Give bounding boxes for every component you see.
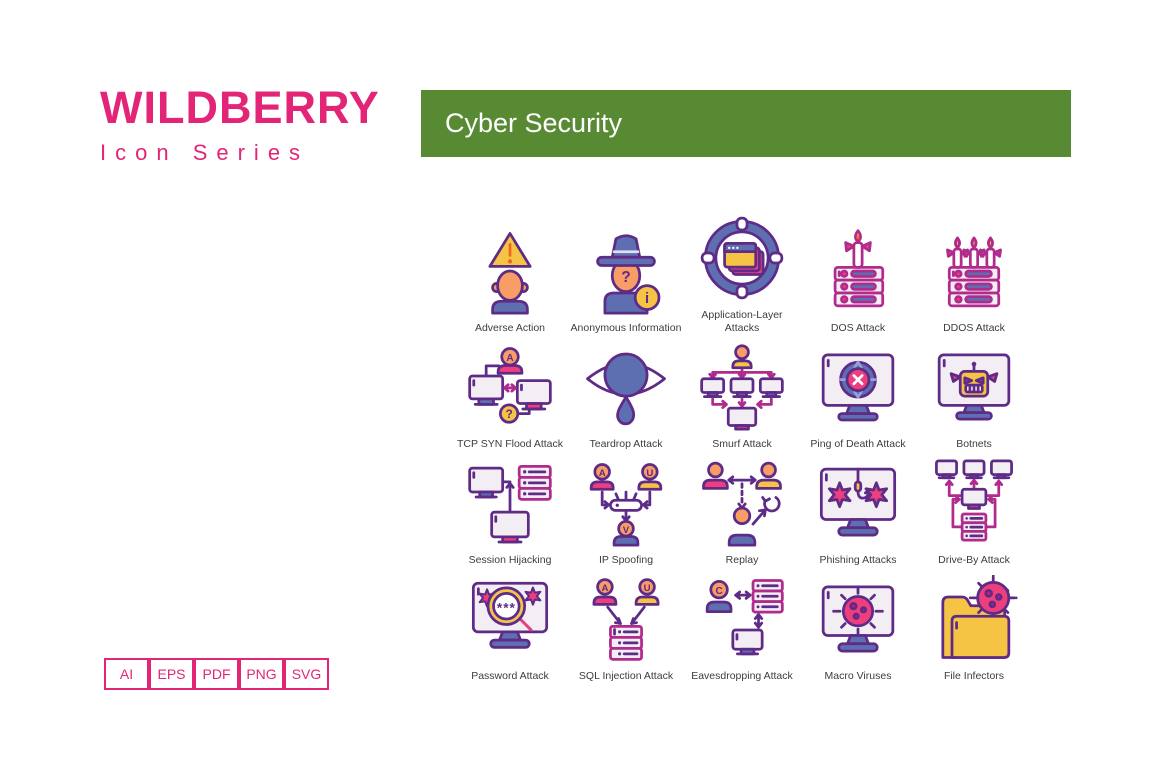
svg-text:***: *** [497, 601, 516, 616]
icon-card: Phishing Attacks [800, 451, 916, 567]
icon-label: Teardrop Attack [589, 438, 663, 450]
icon-card: Smurf Attack [684, 335, 800, 451]
icon-label: Drive-By Attack [938, 554, 1010, 566]
icon-label: Application-Layer Attacks [701, 309, 783, 334]
svg-text:U: U [646, 468, 653, 479]
svg-text:i: i [645, 291, 649, 307]
svg-text:?: ? [621, 269, 631, 286]
format-badge-eps: EPS [149, 658, 194, 690]
icon-card: C Eavesdropping Attack [684, 567, 800, 683]
icon-label: DOS Attack [830, 322, 886, 334]
macro-viruses-icon [814, 573, 902, 663]
teardrop-attack-icon [582, 341, 670, 431]
replay-icon [698, 457, 786, 547]
icon-label: IP Spoofing [598, 554, 654, 566]
icon-card: A U SQL Injection Attack [568, 567, 684, 683]
icon-label: Password Attack [471, 670, 549, 682]
sql-injection-attack-icon: A U [582, 573, 670, 663]
icon-card: A ? TCP SYN Flood Attack [452, 335, 568, 451]
password-attack-icon: *** [466, 573, 554, 663]
icon-card: File Infectors [916, 567, 1032, 683]
application-layer-attacks-icon [698, 214, 786, 302]
format-badge-svg: SVG [284, 658, 329, 690]
smurf-attack-icon [698, 341, 786, 431]
category-banner: Cyber Security [421, 90, 1071, 157]
svg-text:A: A [599, 468, 606, 479]
icon-label: Macro Viruses [824, 670, 892, 682]
format-badge-png: PNG [239, 658, 284, 690]
eavesdropping-attack-icon: C [698, 573, 786, 663]
icon-label: Phishing Attacks [819, 554, 897, 566]
session-hijacking-icon [466, 457, 554, 547]
dos-attack-icon [814, 225, 902, 315]
icon-label: File Infectors [943, 670, 1005, 682]
svg-text:A: A [506, 353, 514, 364]
format-badge-pdf: PDF [194, 658, 239, 690]
icon-label: Ping of Death Attack [810, 438, 906, 450]
drive-by-attack-icon [930, 457, 1018, 547]
ddos-attack-icon [930, 225, 1018, 315]
icon-card: Application-Layer Attacks [684, 216, 800, 335]
icon-card: ? i Anonymous Information [568, 219, 684, 335]
icon-card: Drive-By Attack [916, 451, 1032, 567]
ip-spoofing-icon: A U V [582, 457, 670, 547]
brand-title: WILDBERRY [100, 82, 380, 133]
svg-text:A: A [601, 583, 608, 594]
format-badge-ai: AI [104, 658, 149, 690]
icon-label: TCP SYN Flood Attack [456, 438, 563, 450]
format-badges: AI EPS PDF PNG SVG [104, 658, 329, 690]
icon-label: Adverse Action [474, 322, 546, 334]
icon-card: DOS Attack [800, 219, 916, 335]
icon-label: Eavesdropping Attack [691, 670, 793, 682]
icon-label: Replay [725, 554, 759, 566]
anonymous-information-icon: ? i [582, 225, 670, 315]
icon-card: Session Hijacking [452, 451, 568, 567]
icon-label: Smurf Attack [712, 438, 772, 450]
svg-text:C: C [715, 586, 722, 597]
brand-subtitle: Icon Series [100, 140, 310, 166]
botnets-icon [930, 341, 1018, 431]
icon-card: Adverse Action [452, 219, 568, 335]
svg-text:?: ? [505, 407, 512, 421]
icon-card: Macro Viruses [800, 567, 916, 683]
svg-text:V: V [623, 525, 630, 536]
icon-card: Ping of Death Attack [800, 335, 916, 451]
svg-text:U: U [644, 583, 651, 594]
icon-label: Anonymous Information [570, 322, 682, 334]
ping-of-death-attack-icon [814, 341, 902, 431]
adverse-action-icon [466, 225, 554, 315]
file-infectors-icon [930, 573, 1018, 663]
icon-card: Botnets [916, 335, 1032, 451]
phishing-attacks-icon [814, 457, 902, 547]
icon-label: SQL Injection Attack [578, 670, 674, 682]
icon-card: Teardrop Attack [568, 335, 684, 451]
icon-label: DDOS Attack [943, 322, 1005, 334]
icon-card: Replay [684, 451, 800, 567]
icon-label: Botnets [956, 438, 992, 450]
brand-block: WILDBERRY Icon Series [100, 84, 380, 166]
icon-card: DDOS Attack [916, 219, 1032, 335]
icon-card: A U V IP Spoofing [568, 451, 684, 567]
category-title: Cyber Security [445, 108, 623, 138]
icon-card: *** Password Attack [452, 567, 568, 683]
icon-grid: Adverse Action ? i Anonymous Information [452, 216, 1032, 683]
icon-label: Session Hijacking [468, 554, 552, 566]
tcp-syn-flood-attack-icon: A ? [466, 341, 554, 431]
